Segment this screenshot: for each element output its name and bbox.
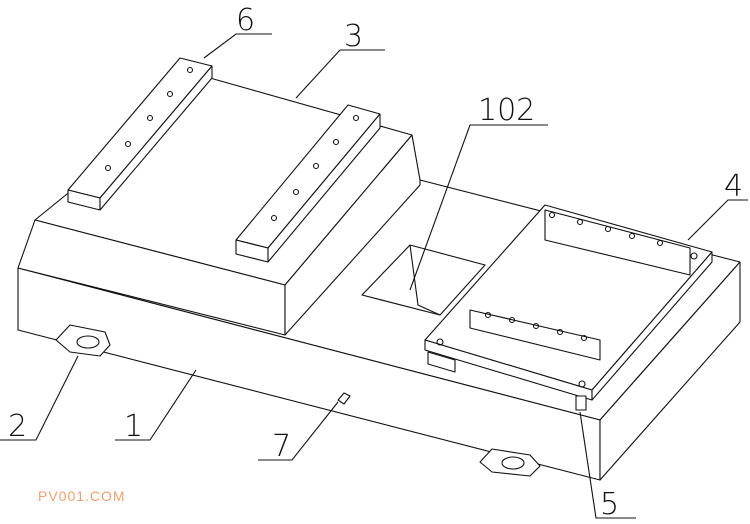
hole-102 xyxy=(361,244,486,316)
label-5: 5 xyxy=(600,487,619,522)
label-7: 7 xyxy=(272,429,291,464)
label-4: 4 xyxy=(724,169,743,204)
label-2: 2 xyxy=(8,409,27,444)
screw-5 xyxy=(575,395,587,411)
rail-6 xyxy=(67,57,213,211)
label-1: 1 xyxy=(124,409,143,444)
pin-7 xyxy=(337,392,351,405)
mounting-foot xyxy=(479,448,541,477)
rail xyxy=(235,104,381,263)
leader-lines xyxy=(0,33,748,519)
plate-4 xyxy=(424,204,713,411)
raised-block-3 xyxy=(17,77,421,336)
label-6: 6 xyxy=(236,3,255,38)
label-3: 3 xyxy=(344,19,363,54)
watermark: PV001.COM xyxy=(38,488,126,504)
mounting-foot-2 xyxy=(55,324,111,357)
label-102: 102 xyxy=(478,93,535,128)
